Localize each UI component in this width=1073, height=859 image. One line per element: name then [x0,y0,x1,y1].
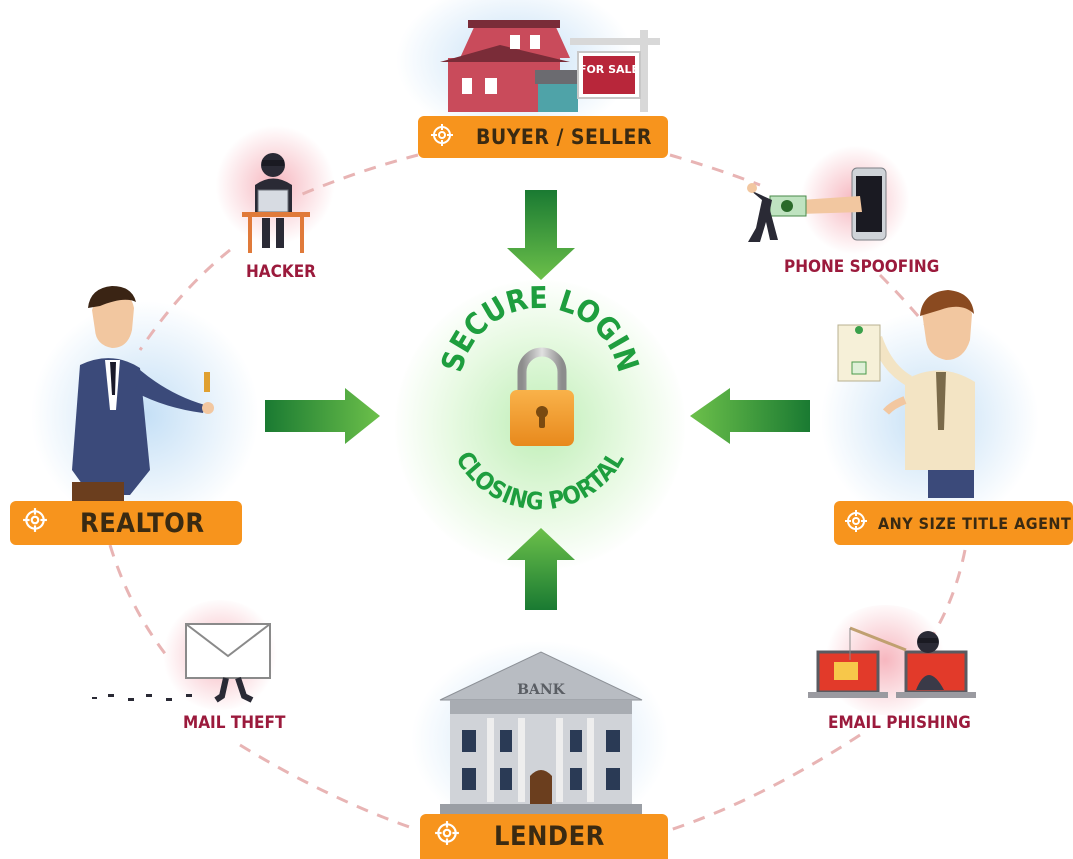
hacker-label: HACKER [246,262,316,282]
target-icon [430,123,454,152]
phone-spoofing-label: PHONE SPOOFING [784,257,940,277]
realtor-icon [72,286,214,502]
buyer-seller-text: BUYER / SELLER [476,125,652,149]
for-sale-sign-icon [570,30,660,112]
path-agent-to-phish [928,549,967,641]
title-agent-icon [837,290,975,498]
target-icon [844,509,868,537]
arrow-up [507,528,575,610]
mail-theft-icon [92,623,271,703]
realtor-text: REALTOR [80,507,205,539]
phone-spoofing-icon [747,167,887,242]
email-phishing-icon [808,626,976,698]
secure-login-text: SECURE LOGIN [435,281,645,376]
realtor-glow [30,300,260,530]
path-mail-to-lender [239,743,419,832]
arrow-down [507,190,575,280]
path-phish-to-lender [669,733,861,832]
arrow-left [690,388,810,444]
title-agent-label: ANY SIZE TITLE AGENT [834,501,1073,545]
padlock-icon [510,347,574,446]
title-agent-text: ANY SIZE TITLE AGENT [878,513,1072,533]
closing-portal-text: CLOSING PORTAL [450,447,629,516]
bank-building-icon [439,651,643,814]
for-sale-text: FOR SALE [579,63,639,76]
email-phishing-label: EMAIL PHISHING [828,713,971,733]
path-realtor-to-mail [108,544,172,661]
buyer-seller-label: BUYER / SELLER [418,116,668,158]
path-buyer-to-hacker [299,153,419,197]
lender-text: LENDER [494,821,605,852]
lender-label: LENDER [420,814,668,859]
path-buyer-to-spoof [669,153,761,187]
path-hacker-to-realtor [138,248,231,351]
target-icon [434,820,460,853]
target-icon [22,507,48,540]
realtor-label: REALTOR [10,501,242,545]
house-icon [440,20,581,112]
arrow-right [265,388,380,444]
hacker-icon [242,153,310,253]
path-spoof-to-agent [878,273,932,331]
mail-theft-label: MAIL THEFT [183,713,286,733]
bank-sign-text: BANK [517,682,565,698]
